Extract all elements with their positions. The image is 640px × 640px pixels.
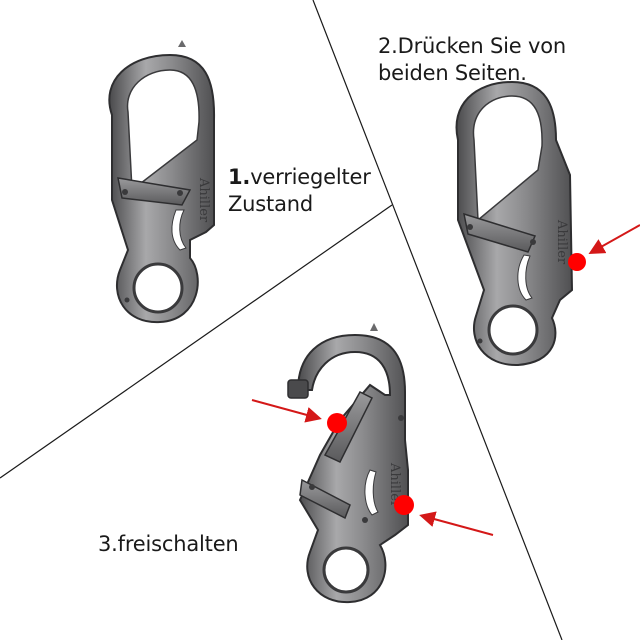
step-2-text-line2: beiden Seiten.: [378, 61, 527, 85]
step-2-label: 2.Drücken Sie von beiden Seiten.: [378, 33, 566, 87]
step-1-text-line2: Zustand: [228, 192, 313, 216]
step-1-number: 1.: [228, 165, 251, 189]
press-indicator-step3-bottom: [394, 495, 494, 536]
step-1-text: verriegelter: [250, 165, 371, 189]
engraving-text-3: Ahiller: [387, 462, 402, 508]
press-indicator-step3-top: [251, 399, 347, 433]
carabiner-unlocked: [287, 323, 409, 604]
engraving-text-2: Ahiller: [554, 219, 569, 265]
divider-line-diagonal: [312, 0, 563, 640]
carabiner-locked: [108, 40, 216, 324]
step-1-label: 1.verriegelter Zustand: [228, 164, 371, 218]
press-point-marker: [327, 413, 347, 433]
divider-line-lower: [0, 204, 393, 479]
press-point-marker: [568, 253, 586, 271]
step-2-text-line1: 2.Drücken Sie von: [378, 34, 566, 58]
press-indicator-step2: [568, 224, 640, 271]
carabiner-pressed: [455, 80, 574, 367]
engraving-text-1: Ahiller: [196, 177, 211, 223]
step-3-label: 3.freischalten: [98, 532, 239, 556]
press-point-marker: [394, 495, 414, 515]
